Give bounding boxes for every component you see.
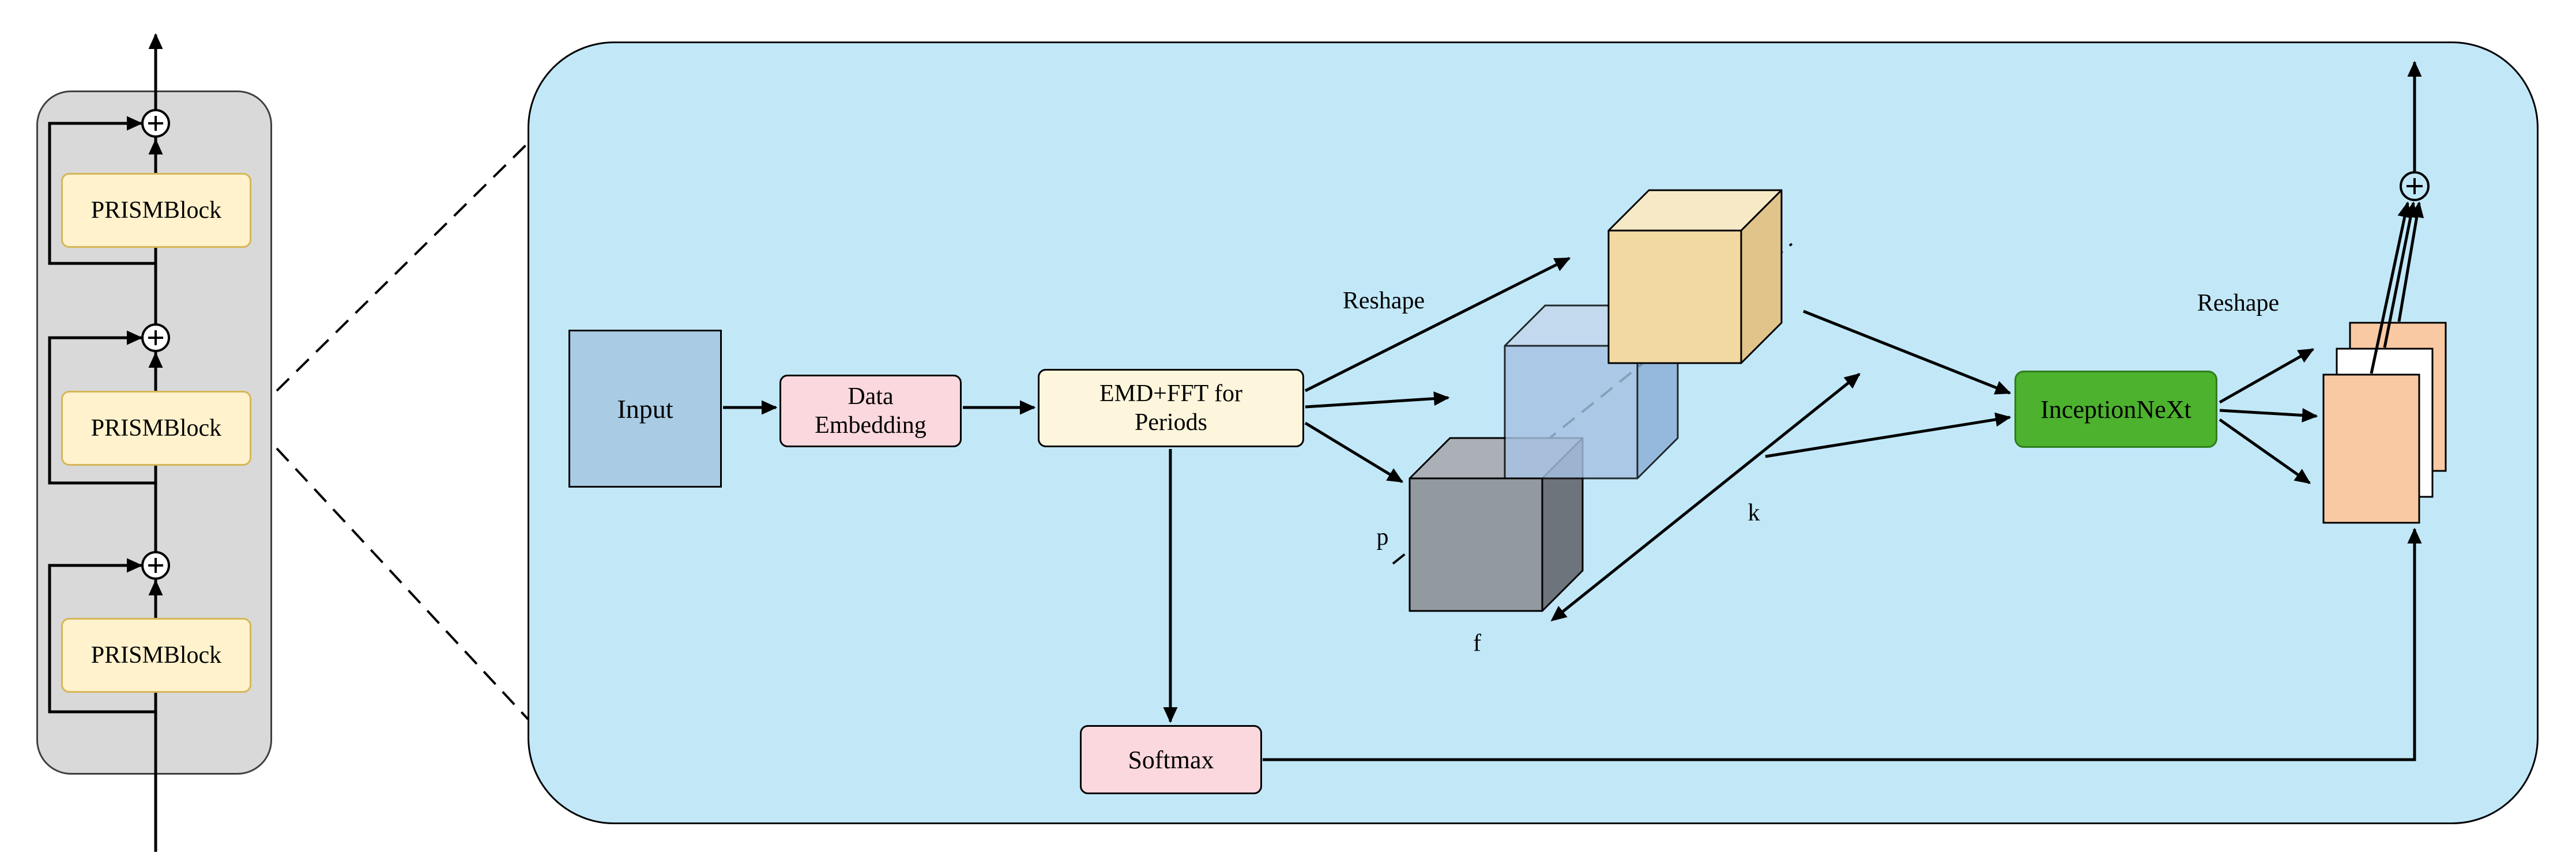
period-cube-yellow <box>1607 189 1783 364</box>
emd-fft-box: EMD+FFT for Periods <box>1038 369 1304 447</box>
reshape-left-label: Reshape <box>1342 288 1425 314</box>
cubes-to-inception-arrows <box>1765 310 2012 458</box>
reshape-right-label: Reshape <box>2197 290 2280 316</box>
input-box: Input <box>568 330 722 488</box>
axis-f-label: f <box>1473 630 1481 656</box>
softmax-label: Softmax <box>1128 745 1214 774</box>
prism-block-2-label: PRISMBlock <box>91 415 222 441</box>
prism-block-1-label: PRISMBlock <box>91 197 222 224</box>
prism-block-2: PRISMBlock <box>61 391 251 466</box>
skip-connections <box>48 116 156 714</box>
circle-plus-icon <box>141 109 170 580</box>
prism-block-1: PRISMBlock <box>61 173 251 248</box>
inceptionnext-label: InceptionNeXt <box>2040 395 2191 424</box>
circle-plus-icon <box>2400 171 2430 201</box>
emd-fft-line1: EMD+FFT for <box>1099 380 1243 407</box>
softmax-box: Softmax <box>1080 725 1262 794</box>
prism-block-3: PRISMBlock <box>61 618 251 693</box>
axis-k-label: k <box>1748 500 1760 526</box>
zoom-indicator-dashed-lines <box>276 142 529 720</box>
data-embedding-line1: Data <box>848 383 894 410</box>
emd-fft-line2: Periods <box>1135 409 1207 436</box>
k-axis-arrow <box>1550 373 1861 622</box>
axis-p-label: p <box>1376 524 1389 550</box>
data-embedding-line2: Embedding <box>815 412 927 439</box>
inceptionnext-box: InceptionNeXt <box>2014 371 2217 448</box>
inception-to-stack-arrows <box>2219 348 2318 485</box>
pipeline-arrows <box>723 256 2422 761</box>
feature-map-stack <box>2322 322 2447 524</box>
prism-block-3-label: PRISMBlock <box>91 642 222 669</box>
input-label: Input <box>617 394 673 424</box>
stack-to-add-arrows <box>2370 201 2424 374</box>
data-embedding-box: Data Embedding <box>779 375 962 447</box>
